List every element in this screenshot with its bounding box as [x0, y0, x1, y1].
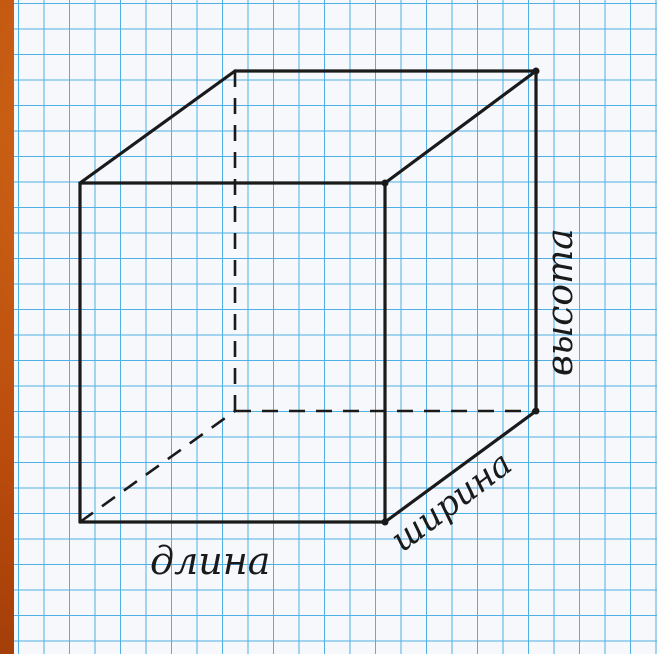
width-label: ширина	[383, 444, 519, 560]
top-right-diagonal	[383, 69, 538, 185]
hidden-bottom-left-diagonal	[79, 409, 236, 524]
top-left-diagonal	[78, 69, 237, 185]
bottom-right-diagonal	[383, 409, 538, 524]
graph-paper	[14, 0, 657, 654]
height-label: высота	[540, 228, 581, 376]
length-label: длина	[150, 539, 270, 583]
